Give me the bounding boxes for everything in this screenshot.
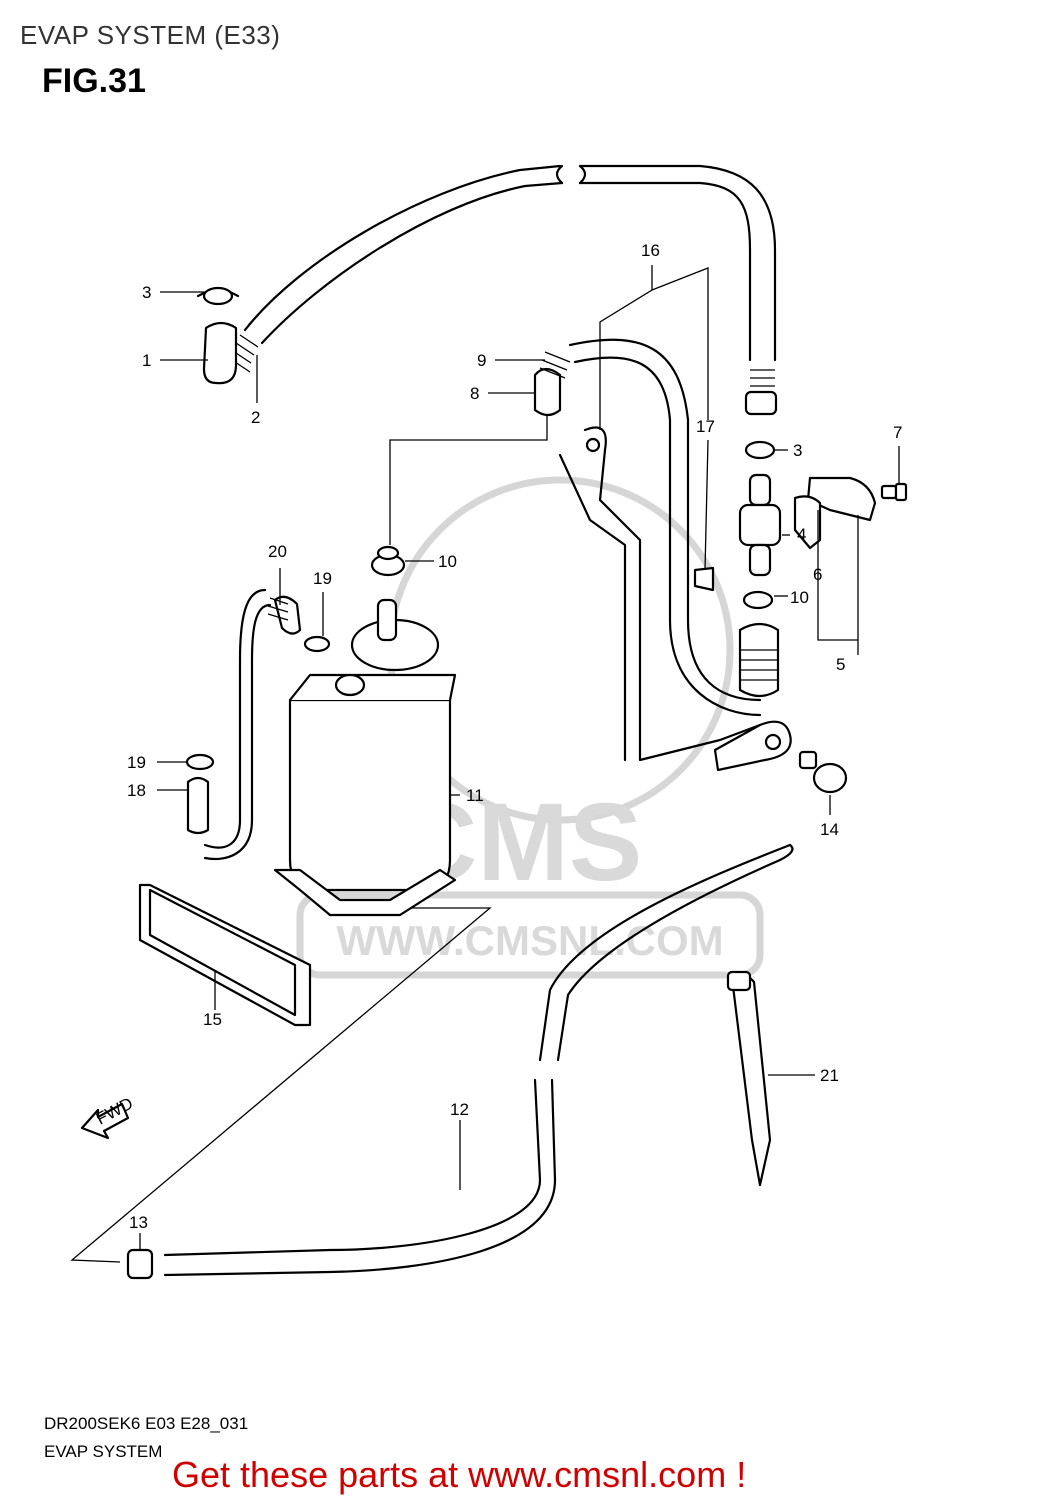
callout-11: 11 xyxy=(466,786,484,805)
part-8-9-connector[interactable] xyxy=(533,351,571,417)
callout-4: 4 xyxy=(797,525,806,544)
callout-2: 2 xyxy=(251,408,260,427)
callout-7: 7 xyxy=(893,423,902,442)
watermark-banner xyxy=(296,891,764,979)
callout-14: 14 xyxy=(820,820,839,839)
part-5-hose-end[interactable] xyxy=(738,622,780,698)
leader-lines xyxy=(70,265,900,1263)
fwd-arrow-icon: FWD xyxy=(80,1094,136,1140)
callout-10-right: 10 xyxy=(790,588,809,607)
part-2-hose[interactable] xyxy=(231,164,778,416)
section-name: EVAP SYSTEM xyxy=(44,1442,163,1461)
page-title: EVAP SYSTEM (E33) xyxy=(20,20,281,50)
part-1-elbow[interactable] xyxy=(202,321,238,385)
figure-label: FIG.31 xyxy=(42,62,146,100)
part-11-canister[interactable] xyxy=(273,598,457,917)
callout-10-center: 10 xyxy=(438,552,457,571)
part-19-clamp-upper[interactable] xyxy=(303,635,331,653)
callout-15: 15 xyxy=(203,1010,222,1029)
part-17-bracket[interactable] xyxy=(558,426,792,772)
model-code: DR200SEK6 E03 E28_031 xyxy=(44,1414,249,1433)
callout-5: 5 xyxy=(836,655,845,674)
callout-3-right: 3 xyxy=(793,441,802,460)
part-6-bracket[interactable] xyxy=(793,476,877,550)
callout-17: 17 xyxy=(696,417,715,436)
watermark-url: WWW.CMSNL.COM xyxy=(336,917,723,964)
callout-20: 20 xyxy=(268,542,287,561)
part-20-hose[interactable] xyxy=(203,588,302,861)
cta-link[interactable]: Get these parts at www.cmsnl.com ! xyxy=(172,1454,747,1495)
part-18-connector[interactable] xyxy=(186,776,210,835)
callout-12: 12 xyxy=(450,1100,469,1119)
part-21-tie[interactable] xyxy=(726,970,772,1187)
callout-18: 18 xyxy=(127,781,146,800)
callouts: 3 1 2 9 8 16 17 3 4 10 7 6 5 10 20 19 19… xyxy=(127,241,902,1232)
callout-21: 21 xyxy=(820,1066,839,1085)
callout-16: 16 xyxy=(641,241,660,260)
part-3-clamp-right[interactable] xyxy=(744,440,776,460)
callout-19-lower: 19 xyxy=(127,753,146,772)
callout-3: 3 xyxy=(142,283,151,302)
part-14-rivet[interactable] xyxy=(798,750,848,794)
callout-8: 8 xyxy=(470,384,479,403)
callout-1: 1 xyxy=(142,351,151,370)
part-3-clamp-left[interactable] xyxy=(196,286,240,306)
part-19-clamp-lower[interactable] xyxy=(185,753,215,771)
part-15-strap[interactable] xyxy=(138,883,312,1027)
part-16-hose[interactable] xyxy=(568,338,762,717)
part-4-valve[interactable] xyxy=(738,473,782,577)
part-10-clamp-right[interactable] xyxy=(742,590,774,610)
part-12-hose[interactable] xyxy=(163,843,794,1277)
part-13-clamp[interactable] xyxy=(126,1248,154,1280)
callout-19-upper: 19 xyxy=(313,569,332,588)
callout-13: 13 xyxy=(129,1213,148,1232)
callout-9: 9 xyxy=(477,351,486,370)
callout-6: 6 xyxy=(813,565,822,584)
part-10-clamp-center[interactable] xyxy=(370,545,406,577)
part-7-bolt[interactable] xyxy=(880,482,908,502)
